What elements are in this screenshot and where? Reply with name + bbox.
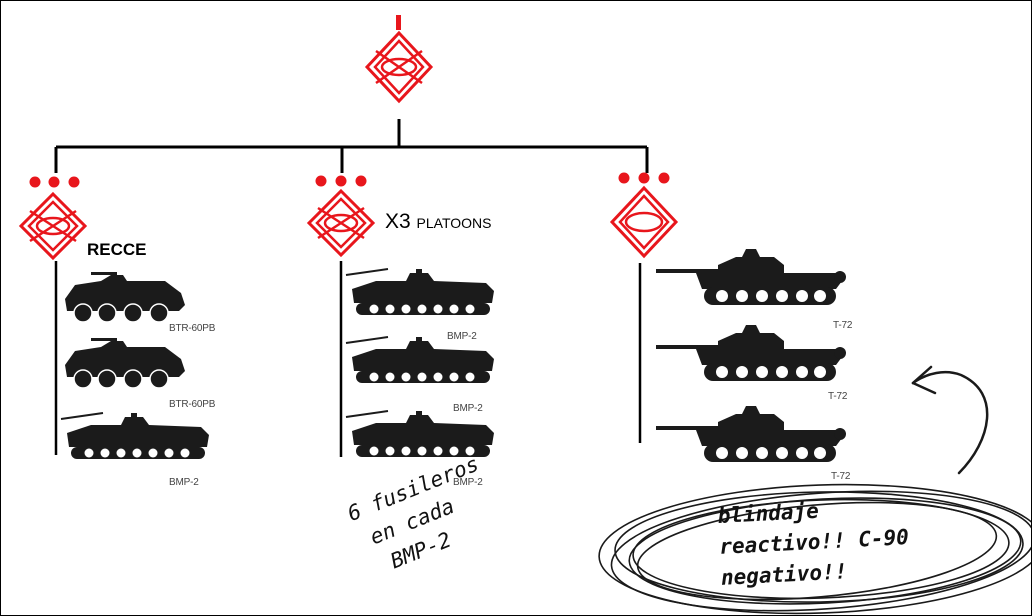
arrow-icon: [911, 365, 989, 475]
scribble-ellipse: [598, 483, 1031, 615]
infantry-platoon-symbol: [306, 175, 376, 258]
platoon-word: PLATOONS: [416, 215, 492, 231]
recce-platoon-symbol: [18, 176, 88, 261]
vehicle-label: T-72: [831, 471, 851, 482]
vehicle-label: T-72: [833, 320, 853, 331]
platoon-count: X3: [385, 210, 411, 233]
recce-label: RECCE: [87, 240, 147, 259]
t-72-silhouette: [656, 406, 846, 462]
blindaje-note: blindaje reactivo!! C-90 negativo!!: [717, 491, 911, 594]
btr-60pb-silhouette: [64, 337, 186, 389]
t-72-silhouette: [656, 249, 846, 305]
vehicle-label: BMP-2: [453, 403, 483, 414]
vehicle-label: BMP-2: [453, 477, 483, 488]
vehicle-label: T-72: [828, 391, 848, 402]
connector-lines: [54, 119, 649, 457]
vehicle-label: BMP-2: [447, 331, 477, 342]
vehicle-label: BTR-60PB: [169, 399, 216, 410]
platoons-label: X3 PLATOONS: [385, 210, 491, 234]
bmp-2-silhouette: [60, 412, 210, 460]
bmp-2-silhouette: [345, 268, 495, 316]
tank-platoon-symbol: [609, 172, 679, 259]
btr-60pb-silhouette: [64, 271, 186, 323]
bmp-2-silhouette: [345, 336, 495, 384]
hq-unit-symbol: [364, 15, 434, 104]
vehicle-label: BMP-2: [169, 477, 199, 488]
vehicle-label: BTR-60PB: [169, 323, 216, 334]
t-72-silhouette: [656, 325, 846, 381]
